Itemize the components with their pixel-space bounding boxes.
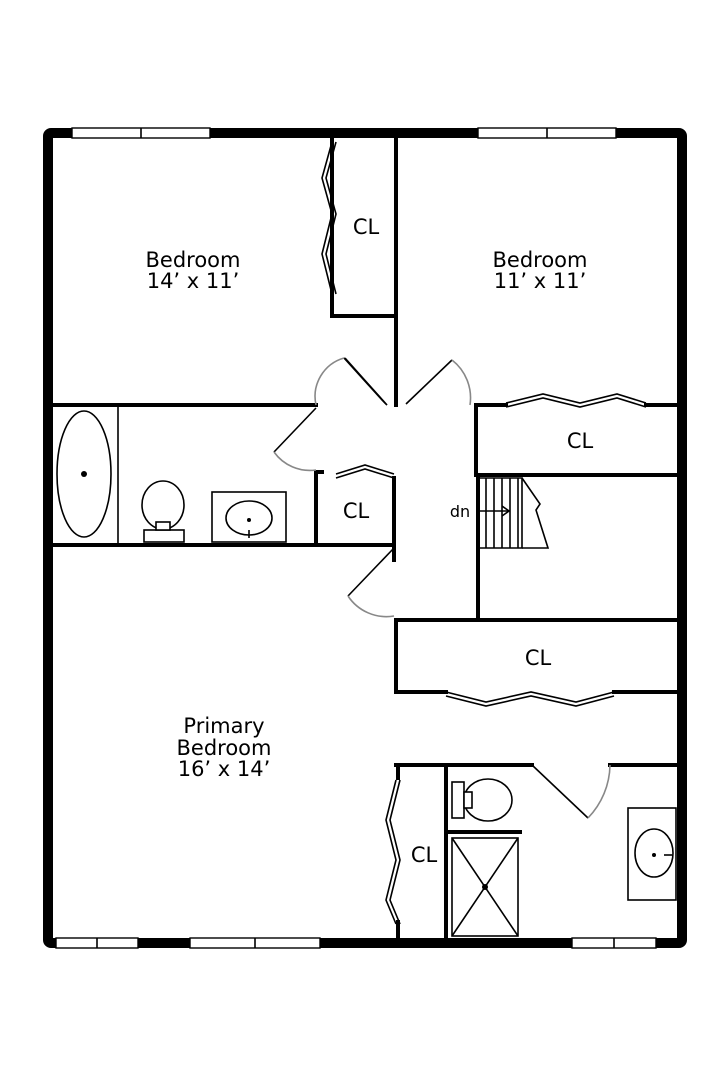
sink-icon (211, 491, 287, 543)
swing-doors (273, 357, 611, 819)
bedroom-right-size: 11’ x 11’ (494, 269, 587, 293)
bedroom-left-size: 14’ x 11’ (147, 269, 240, 293)
closet-label-hall: CL (343, 499, 370, 523)
door-primary-bedroom (347, 547, 395, 618)
closet-label-bedroom-left: CL (353, 215, 380, 239)
door-right-bedroom (405, 359, 472, 406)
window-bottom-middle (189, 937, 321, 949)
interior-walls (50, 136, 678, 940)
primary-bedroom-name-2: Bedroom (177, 736, 272, 760)
toilet-icon (141, 480, 185, 543)
hall-bath-fixtures (56, 405, 287, 545)
stairs-label: dn (450, 502, 470, 521)
room-labels: Bedroom 14’ x 11’ Bedroom 11’ x 11’ Prim… (146, 248, 588, 781)
window-bottom-left (55, 937, 139, 949)
closet-label-bedroom-right: CL (567, 429, 594, 453)
bifold-doors (321, 141, 647, 925)
staircase: dn (450, 477, 550, 549)
closet-labels: CL CL CL CL CL (343, 215, 594, 867)
door-left-bedroom (314, 357, 388, 406)
shower-icon (451, 837, 519, 937)
toilet-icon (451, 778, 513, 822)
door-primary-bath (531, 764, 611, 819)
bedroom-right-name: Bedroom (493, 248, 588, 272)
window-top-right (477, 127, 617, 139)
closet-label-primary-wide: CL (525, 646, 552, 670)
primary-bath-fixtures (451, 778, 677, 937)
primary-bedroom-name-1: Primary (183, 714, 264, 738)
window-top-left (71, 127, 211, 139)
primary-bedroom-size: 16’ x 14’ (178, 757, 271, 781)
windows (55, 127, 657, 949)
window-bottom-right (571, 937, 657, 949)
closet-label-primary-small: CL (411, 843, 438, 867)
exterior-walls (43, 128, 687, 948)
sink-icon (627, 807, 677, 901)
door-bathroom (273, 407, 317, 472)
bedroom-left-name: Bedroom (146, 248, 241, 272)
